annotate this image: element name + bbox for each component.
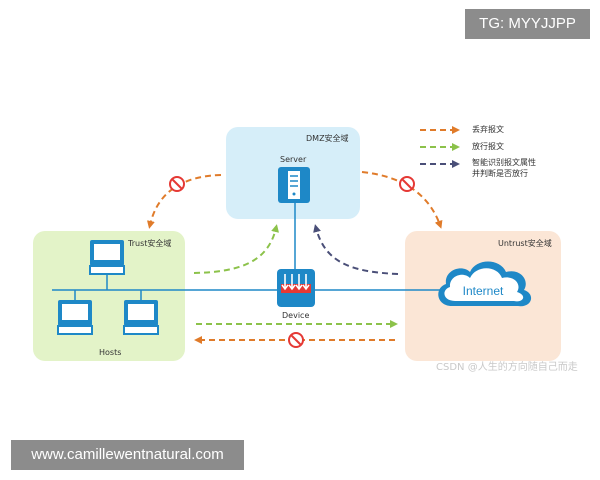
url-watermark-badge: www.camillewentnatural.com (11, 440, 244, 470)
server-icon (278, 167, 310, 203)
host-pc-icon (57, 300, 93, 335)
forbidden-icon (399, 176, 415, 192)
dmz-zone-label: DMZ安全域 (306, 134, 349, 143)
device-label: Device (282, 311, 310, 320)
drop-arrow-dmz-trust (146, 174, 222, 229)
inspect-arrow-untrust-dmz (313, 224, 399, 275)
legend-drop-label: 丢弃报文 (472, 125, 504, 134)
untrust-zone-label: Untrust安全域 (498, 239, 552, 248)
forbidden-icon (169, 176, 185, 192)
forbidden-icon (288, 332, 304, 348)
server-label: Server (280, 155, 307, 164)
legend-allow-label: 放行报文 (472, 142, 504, 151)
csdn-watermark: CSDN @人生的方向随自己而走 (436, 362, 578, 373)
legend-inspect-label: 智能识别报文属性 (472, 158, 536, 167)
legend-inspect-label-line2: 并判断是否放行 (472, 169, 528, 178)
allow-arrow-trust-dmz (193, 224, 279, 274)
trust-zone-label: Trust安全域 (128, 239, 172, 248)
host-pc-icon (89, 240, 125, 275)
network-links (52, 203, 442, 300)
internet-label: Internet (463, 284, 504, 298)
internet-cloud-icon: Internet (438, 261, 532, 307)
legend-swatches (420, 126, 460, 168)
firewall-device-icon (277, 269, 315, 307)
hosts-label: Hosts (99, 348, 122, 357)
host-pc-icon (123, 300, 159, 335)
tg-watermark-badge: TG: MYYJJPP (465, 9, 590, 39)
